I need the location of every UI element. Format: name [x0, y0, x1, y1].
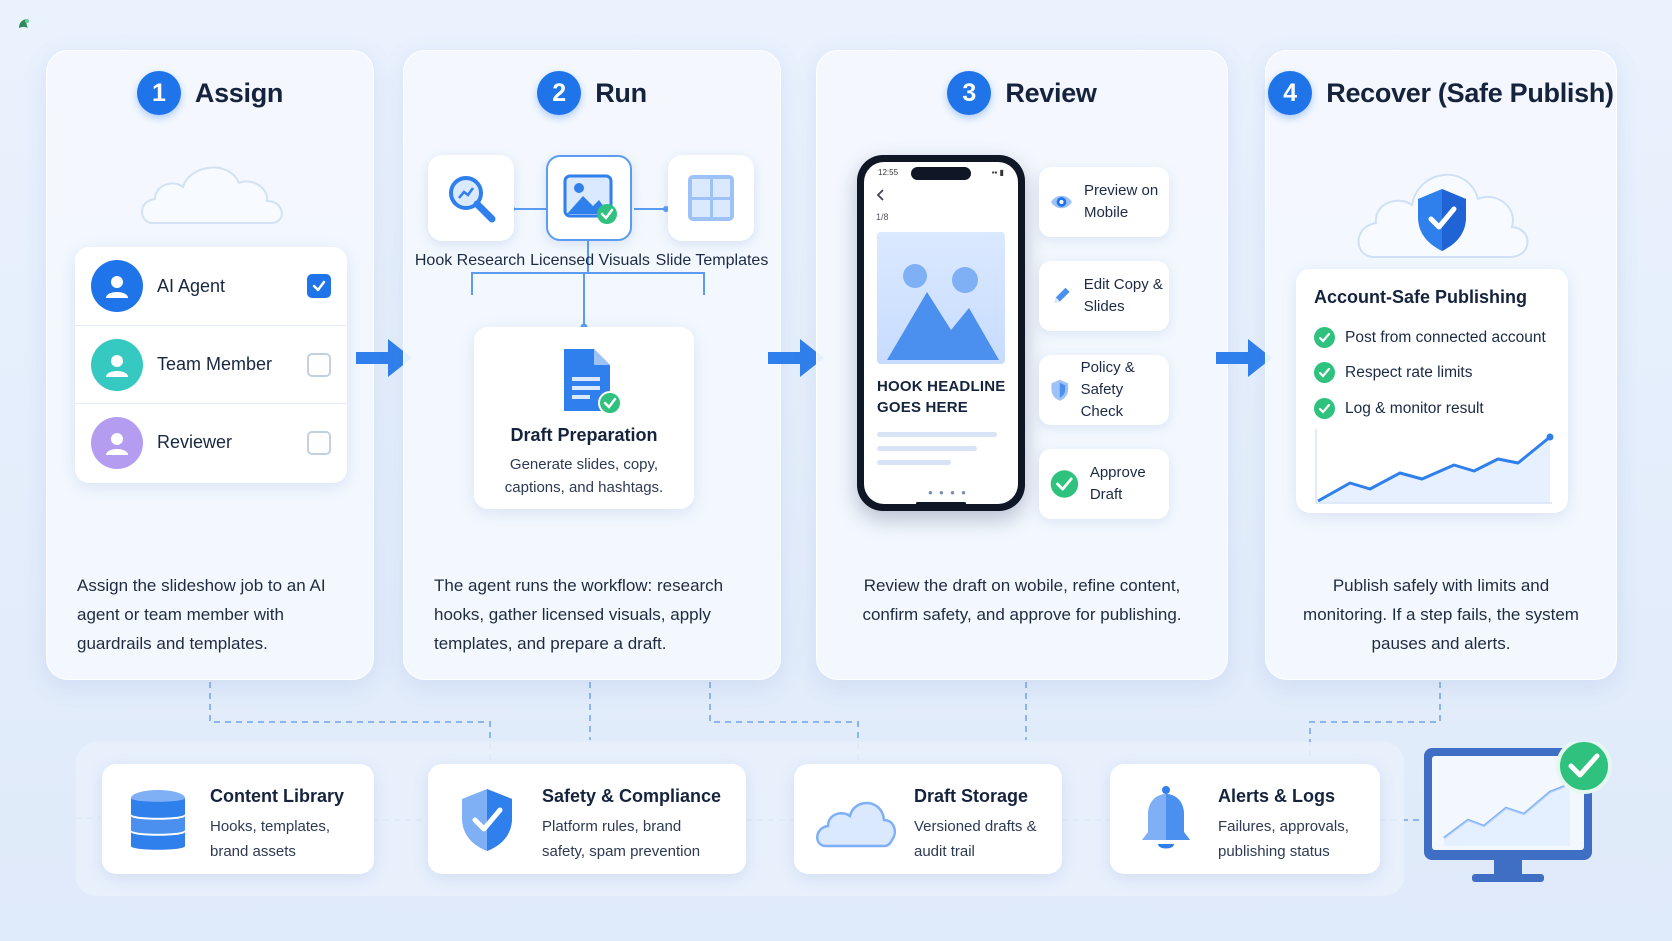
- role-label: Reviewer: [157, 432, 233, 452]
- monitor-check-icon: [1424, 742, 1612, 882]
- review-label: Policy & Safety Check: [1080, 359, 1135, 420]
- stage-number: 2: [537, 71, 582, 115]
- check-icon: [1314, 327, 1335, 348]
- draft-title: Draft Preparation: [510, 425, 658, 445]
- phone-time: 12:55: [878, 168, 899, 177]
- stage-recover: 4 Recover (Safe Publish) Account-Safe Pu…: [1265, 50, 1617, 680]
- panel-title: Account-Safe Publishing: [1314, 287, 1528, 307]
- safe-item-label: Log & monitor result: [1345, 399, 1484, 417]
- safe-item-label: Post from connected account: [1345, 328, 1546, 346]
- infra-description: Versioned drafts & audit trail: [914, 818, 1037, 860]
- image-icon: [887, 264, 999, 360]
- user-avatar-icon: [91, 338, 143, 391]
- infra-description: Platform rules, brand safety, spam preve…: [542, 818, 701, 860]
- review-label: Approve Draft: [1089, 464, 1146, 503]
- review-policy-check[interactable]: Policy & Safety Check: [1039, 355, 1169, 425]
- bell-icon: [1142, 786, 1190, 849]
- app-logo-icon: [19, 19, 29, 28]
- tool-licensed-visuals[interactable]: [546, 155, 632, 241]
- safe-item: Post from connected account: [1314, 327, 1546, 348]
- check-icon: [1314, 398, 1335, 419]
- role-option-team-member[interactable]: Team Member: [75, 325, 347, 403]
- tool-label: Slide Templates: [655, 252, 769, 269]
- stage-run: 2 Run Hook Research Licensed Visuals: [403, 50, 781, 680]
- cloud-icon: [141, 166, 283, 224]
- trend-chart-icon: [1315, 429, 1554, 504]
- cloud-icon: [816, 801, 896, 848]
- review-edit-copy[interactable]: Edit Copy & Slides: [1039, 261, 1169, 331]
- eye-icon: [1051, 195, 1072, 209]
- arrow-right-icon: [356, 339, 412, 377]
- arrow-right-icon: [768, 339, 824, 377]
- review-preview-mobile[interactable]: Preview on Mobile: [1039, 167, 1169, 237]
- role-checkbox[interactable]: [307, 352, 331, 377]
- infra-title: Alerts & Logs: [1218, 786, 1336, 806]
- review-label: Edit Copy & Slides: [1083, 276, 1163, 315]
- back-icon[interactable]: [876, 188, 886, 202]
- shield-icon: [1051, 379, 1069, 401]
- infra-content-library[interactable]: Content Library Hooks, templates, brand …: [102, 764, 374, 874]
- phone-preview: 12:55 ▪▪ ▮ 1/8 HOOK HEADLINE GOES HERE ●…: [857, 155, 1025, 511]
- stage-description: Publish safely with limits and monitorin…: [1303, 576, 1579, 653]
- infra-title: Draft Storage: [914, 786, 1029, 806]
- slide-image-placeholder: [877, 232, 1005, 364]
- draft-preparation-card: Draft Preparation Generate slides, copy,…: [474, 327, 694, 509]
- safe-item-label: Respect rate limits: [1345, 363, 1473, 381]
- role-selector: AI Agent Team Member Reviewer: [75, 247, 347, 483]
- stage-number: 1: [136, 71, 181, 115]
- database-icon: [131, 790, 185, 850]
- account-safe-publishing-panel: Account-Safe Publishing Post from connec…: [1296, 269, 1568, 513]
- stage-title: Review: [1005, 77, 1097, 108]
- role-option-reviewer[interactable]: Reviewer: [75, 403, 347, 481]
- shield-icon: [462, 789, 512, 851]
- tool-hook-research[interactable]: [428, 155, 514, 241]
- safe-item: Log & monitor result: [1314, 398, 1484, 419]
- pagination-dots: ● ● ● ●: [928, 488, 968, 497]
- draft-description: Generate slides, copy, captions, and has…: [504, 456, 664, 496]
- stage-description: Assign the slideshow job to an AI agent …: [77, 576, 326, 653]
- arrow-right-icon: [1216, 339, 1272, 377]
- slide-counter: 1/8: [876, 212, 889, 222]
- template-grid-icon: [688, 175, 734, 221]
- search-icon: [449, 176, 496, 223]
- infra-title: Content Library: [210, 786, 345, 806]
- image-icon: [563, 174, 617, 224]
- role-checkbox[interactable]: [307, 430, 331, 455]
- check-circle-icon: [1050, 470, 1079, 498]
- signal-battery-icon: ▪▪ ▮: [991, 168, 1004, 177]
- tool-label: Licensed Visuals: [530, 252, 650, 269]
- stage-title: Run: [595, 77, 647, 108]
- infra-safety-compliance[interactable]: Safety & Compliance Platform rules, bran…: [428, 764, 746, 874]
- stage-number: 3: [947, 71, 992, 115]
- role-label: Team Member: [157, 354, 273, 374]
- infra-description: Failures, approvals, publishing status: [1218, 818, 1349, 860]
- infra-draft-storage[interactable]: Draft Storage Versioned drafts & audit t…: [794, 764, 1062, 874]
- stage-assign: 1 Assign AI Agent Team Member Reviewe: [46, 50, 374, 680]
- safe-item: Respect rate limits: [1314, 362, 1472, 383]
- stage-title: Assign: [194, 77, 284, 108]
- slide-headline: HOOK HEADLINE GOES HERE: [877, 378, 1006, 416]
- user-avatar-icon: [91, 416, 143, 469]
- pencil-icon: [1054, 287, 1070, 303]
- role-checkbox-checked[interactable]: [307, 274, 331, 298]
- review-label: Preview on Mobile: [1083, 182, 1159, 221]
- stage-title: Recover (Safe Publish): [1326, 77, 1614, 108]
- role-label: AI Agent: [157, 275, 226, 296]
- review-approve-draft[interactable]: Approve Draft: [1039, 449, 1169, 519]
- stage-description: Review the draft on wobile, refine conte…: [862, 576, 1182, 624]
- infrastructure-bar: Content Library Hooks, templates, brand …: [76, 742, 1404, 896]
- infra-title: Safety & Compliance: [542, 786, 722, 806]
- cloud-shield-icon: [1357, 174, 1529, 258]
- infra-description: Hooks, templates, brand assets: [210, 818, 331, 860]
- check-icon: [1314, 362, 1335, 383]
- user-avatar-icon: [91, 260, 143, 312]
- tool-label: Hook Research: [414, 252, 526, 269]
- role-option-ai-agent[interactable]: AI Agent: [75, 247, 347, 325]
- stage-review: 3 Review 12:55 ▪▪ ▮ 1/8 HOOK HEADLINE GO…: [816, 50, 1228, 680]
- stage-description: The agent runs the workflow: research ho…: [434, 576, 724, 653]
- document-icon: [564, 349, 622, 415]
- tool-slide-templates[interactable]: [668, 155, 754, 241]
- infra-alerts-logs[interactable]: Alerts & Logs Failures, approvals, publi…: [1110, 764, 1380, 874]
- stage-number: 4: [1268, 71, 1313, 115]
